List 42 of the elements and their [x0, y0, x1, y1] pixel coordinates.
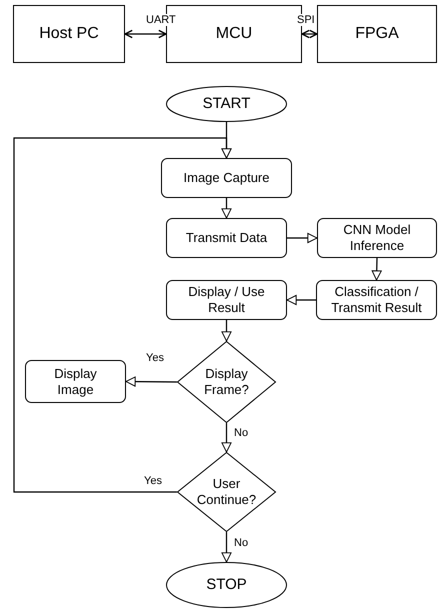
edge-label: Yes [143, 475, 163, 488]
terminal-ellipse [166, 562, 287, 608]
process-box [161, 158, 292, 198]
node-label: MCU [216, 24, 252, 44]
edge-label: UART [145, 14, 177, 26]
arrow [126, 376, 177, 387]
node-label: FPGA [355, 24, 399, 44]
edge-label: SPI [296, 14, 316, 26]
arrow [301, 30, 318, 38]
arrow [286, 294, 316, 306]
block-box [13, 5, 125, 63]
arrow [221, 423, 232, 452]
node-label: Image Capture [184, 170, 270, 186]
node-label: Host PC [39, 24, 99, 44]
arrow [124, 30, 167, 38]
node-label: Classification / Transmit Result [330, 284, 423, 316]
arrow [372, 258, 382, 280]
node-label: Transmit Data [186, 230, 268, 246]
arrow [221, 320, 232, 342]
node-label: User Continue? [196, 476, 258, 508]
decision-diamond [177, 341, 276, 423]
block-box [317, 5, 437, 63]
arrow [221, 532, 232, 562]
node-label: STOP [206, 576, 247, 594]
edge-label: No [233, 537, 250, 550]
process-box [166, 218, 287, 258]
terminal-ellipse [166, 86, 287, 122]
node-label: Display Frame? [203, 366, 250, 398]
node-label: CNN Model Inference [342, 222, 412, 254]
process-box [25, 360, 126, 403]
arrow [13, 137, 232, 493]
edge-label: Yes [145, 352, 165, 364]
edge-label: No [233, 427, 250, 440]
process-box [317, 218, 437, 258]
process-box [316, 280, 437, 320]
arrow [221, 198, 232, 218]
process-box [166, 280, 287, 320]
arrow [287, 232, 318, 244]
decision-diamond [177, 452, 276, 532]
node-label: Display Image [53, 366, 98, 398]
node-label: Display / Use Result [187, 284, 266, 316]
node-label: START [202, 95, 250, 113]
